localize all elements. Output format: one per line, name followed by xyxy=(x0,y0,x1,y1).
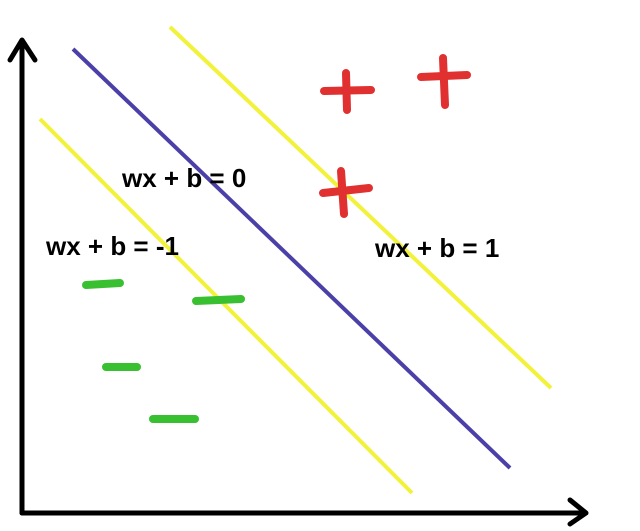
positive-margin-line xyxy=(168,25,553,390)
negative-markers xyxy=(82,279,245,423)
negative-margin-line xyxy=(38,117,414,495)
plus-icon xyxy=(320,69,375,114)
decision-boundary-line xyxy=(71,47,512,470)
negative-margin-label: wx + b = -1 xyxy=(46,231,179,261)
hyperplane-label: wx + b = 0 xyxy=(122,163,247,193)
positive-markers xyxy=(319,54,471,218)
positive-margin-label: wx + b = 1 xyxy=(375,233,500,263)
x-axis-arrowhead xyxy=(567,497,589,527)
axes xyxy=(7,37,589,527)
minus-icon xyxy=(192,295,245,305)
plus-icon xyxy=(417,54,471,109)
plus-icon xyxy=(319,167,373,218)
y-axis-arrowhead xyxy=(7,37,38,63)
minus-icon xyxy=(82,279,124,289)
